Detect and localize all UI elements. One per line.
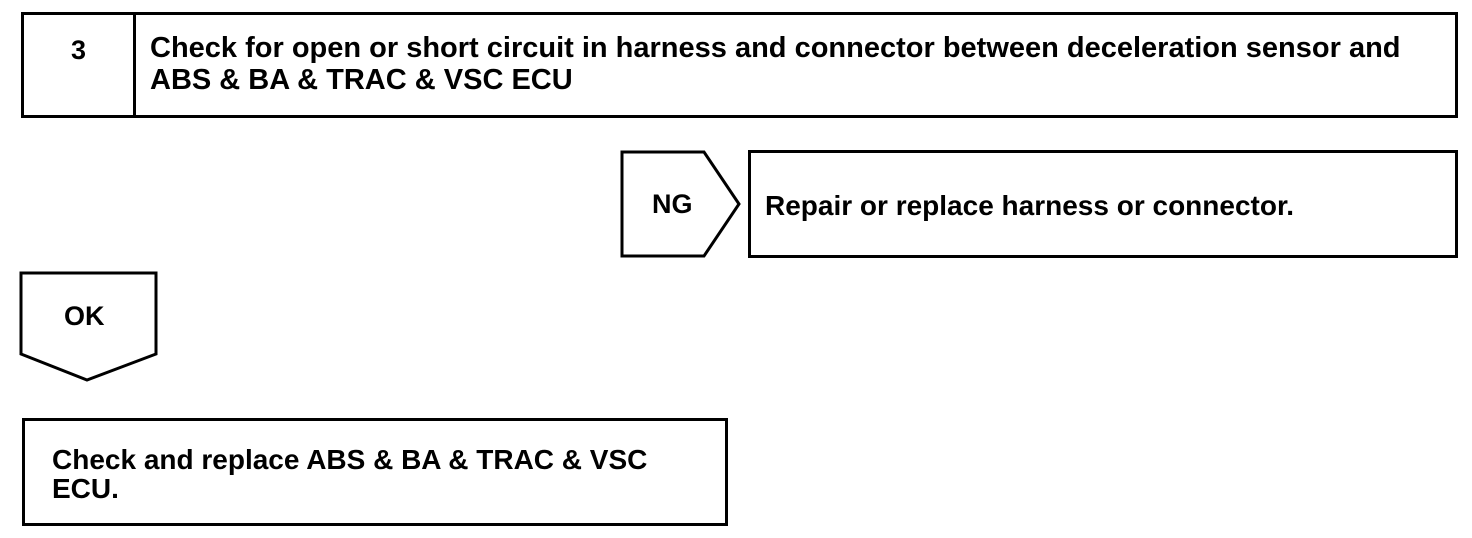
ng-label: NG [652,189,693,219]
ok-action-text: Check and replace ABS & BA & TRAC & VSC … [52,444,648,504]
ng-action-box: Repair or replace harness or connector. [748,150,1458,258]
step-number: 3 [70,35,87,65]
ng-arrow [620,150,741,258]
ok-action-box: Check and replace ABS & BA & TRAC & VSC … [22,418,728,526]
ng-action-text: Repair or replace harness or connector. [765,190,1295,221]
ok-arrow [19,271,158,382]
step-box: 3 Check for open or short circuit in har… [21,12,1458,118]
ok-label: OK [64,301,105,331]
step-title: Check for open or short circuit in harne… [150,32,1401,96]
step-number-cell: 3 [24,15,136,115]
